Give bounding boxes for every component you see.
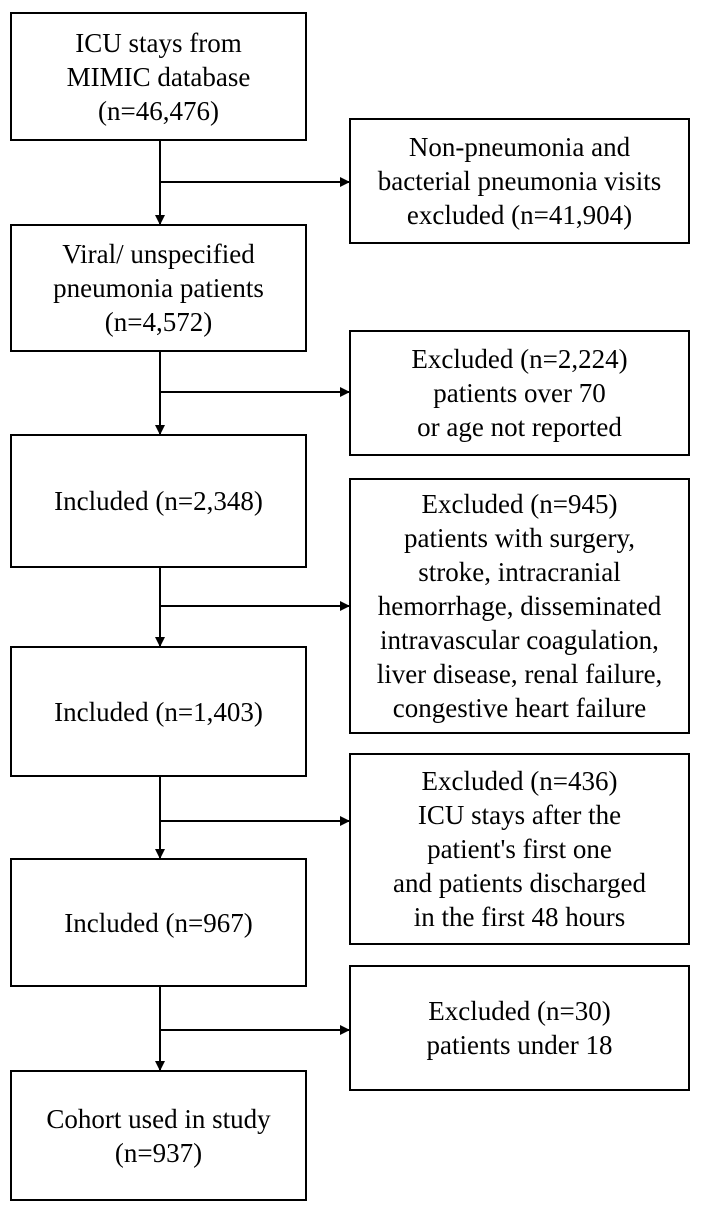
- box-line: liver disease, renal failure,: [376, 659, 663, 689]
- included-2348-box: Included (n=2,348): [10, 434, 307, 568]
- box-line: (n=4,572): [104, 307, 213, 337]
- box-line: excluded (n=41,904): [406, 200, 633, 230]
- box-line: ICU stays after the: [417, 800, 622, 830]
- cohort-box: Cohort used in study (n=937): [10, 1070, 307, 1201]
- viral-pneumonia-box: Viral/ unspecified pneumonia patients (n…: [10, 224, 307, 352]
- box-line: intravascular coagulation,: [380, 625, 659, 655]
- exclusion-box-comorbidities: Excluded (n=945) patients with surgery, …: [349, 478, 690, 734]
- box-line: patients over 70: [433, 378, 606, 408]
- exclusion-box-age-over-70: Excluded (n=2,224) patients over 70 or a…: [349, 330, 690, 456]
- icu-stays-box: ICU stays from MIMIC database (n=46,476): [10, 12, 307, 141]
- box-line: Included (n=2,348): [54, 486, 263, 516]
- box-line: in the first 48 hours: [413, 902, 626, 932]
- box-line: Excluded (n=945): [421, 489, 618, 519]
- box-line: Excluded (n=2,224): [411, 344, 628, 374]
- box-line: Cohort used in study: [46, 1103, 271, 1134]
- box-line: patient's first one: [427, 834, 612, 864]
- box-line: ICU stays from: [75, 27, 242, 58]
- included-1403-box: Included (n=1,403): [10, 646, 307, 777]
- included-967-box: Included (n=967): [10, 858, 307, 987]
- box-line: congestive heart failure: [392, 693, 647, 723]
- box-line: bacterial pneumonia visits: [377, 166, 662, 196]
- box-line: Included (n=967): [64, 907, 253, 938]
- box-line: Viral/ unspecified: [62, 239, 255, 269]
- box-line: patients with surgery,: [404, 523, 635, 553]
- box-line: Included (n=1,403): [54, 696, 263, 727]
- box-line: patients under 18: [426, 1030, 613, 1060]
- box-line: Excluded (n=30): [428, 996, 611, 1026]
- box-line: (n=46,476): [98, 95, 219, 126]
- box-line: pneumonia patients: [53, 273, 264, 303]
- box-line: stroke, intracranial: [418, 557, 621, 587]
- box-line: or age not reported: [417, 412, 622, 442]
- box-line: and patients discharged: [393, 868, 646, 898]
- box-line: Excluded (n=436): [421, 766, 618, 796]
- box-line: hemorrhage, disseminated: [377, 591, 662, 621]
- box-line: Non-pneumonia and: [408, 132, 631, 162]
- exclusion-box-repeat-stays: Excluded (n=436) ICU stays after the pat…: [349, 753, 690, 945]
- exclusion-box-non-pneumonia: Non-pneumonia and bacterial pneumonia vi…: [349, 118, 690, 244]
- box-line: (n=937): [114, 1137, 203, 1168]
- box-line: MIMIC database: [66, 61, 251, 92]
- exclusion-box-under-18: Excluded (n=30) patients under 18: [349, 965, 690, 1091]
